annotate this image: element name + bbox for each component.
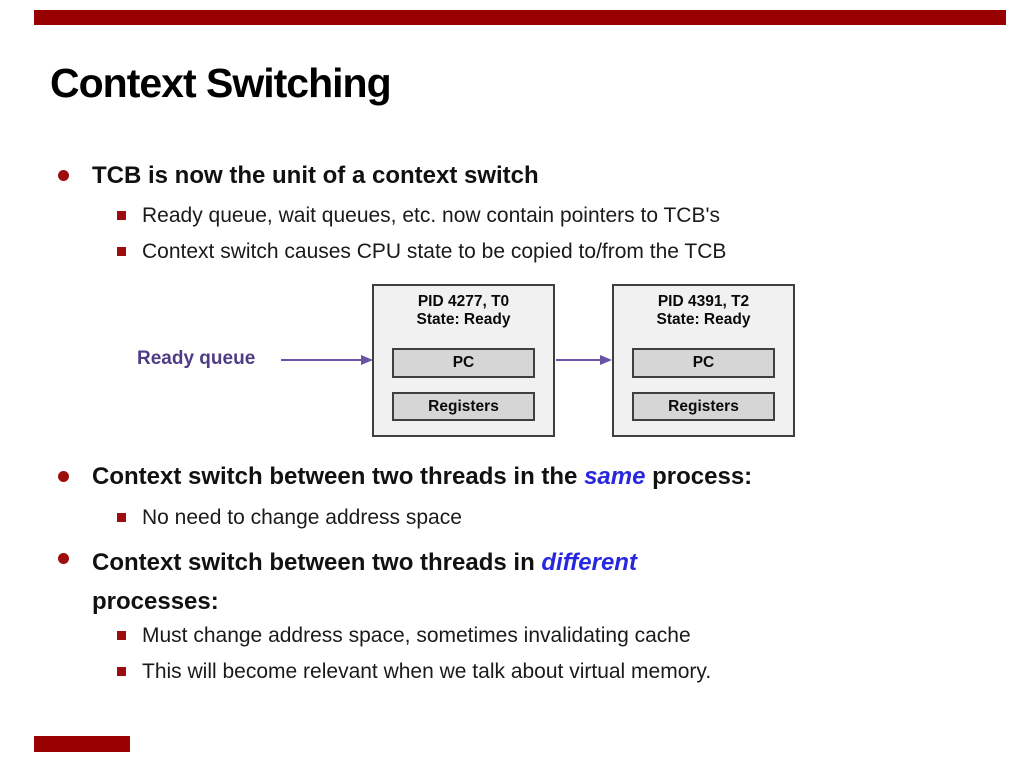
bullet-square-icon — [117, 631, 126, 640]
bullet-text-pre: Context switch between two threads in th… — [92, 463, 585, 490]
subbullet-text: Ready queue, wait queues, etc. now conta… — [142, 204, 720, 227]
registers-slot: Registers — [392, 392, 535, 421]
arrow-right-icon — [281, 355, 373, 365]
thread-header: PID 4391, T2 State: Ready — [614, 293, 793, 329]
bullet-square-icon — [117, 667, 126, 676]
subbullet-ready-queue-pointers: Ready queue, wait queues, etc. now conta… — [117, 202, 720, 230]
subbullet-no-address-change: No need to change address space — [117, 504, 462, 532]
bullet-tcb-unit: TCB is now the unit of a context switch — [58, 160, 539, 192]
ready-queue-label: Ready queue — [137, 348, 256, 369]
bullet-text: Context switch between two threads in th… — [92, 461, 752, 493]
subbullet-text: Context switch causes CPU state to be co… — [142, 240, 727, 263]
bullet-text-post: process: — [645, 463, 753, 490]
bottom-accent-bar — [34, 736, 130, 752]
bullet-text-emphasis: different — [541, 549, 637, 576]
subbullet-text: Must change address space, sometimes inv… — [142, 624, 691, 647]
bullet-square-icon — [117, 513, 126, 522]
subbullet-cpu-state-copied: Context switch causes CPU state to be co… — [117, 238, 726, 266]
bullet-different-processes: Context switch between two threads in di… — [58, 543, 637, 621]
thread-box-pid4277: PID 4277, T0 State: Ready PC Registers — [372, 284, 555, 437]
bullet-text-emphasis: same — [584, 463, 646, 490]
pc-slot: PC — [392, 348, 535, 378]
thread-pid: PID 4391, T2 — [657, 293, 750, 310]
bullet-same-process: Context switch between two threads in th… — [58, 461, 752, 493]
subbullet-text: No need to change address space — [142, 506, 462, 529]
bullet-text: Context switch between two threads in di… — [92, 543, 637, 621]
subbullet-virtual-memory: This will become relevant when we talk a… — [117, 658, 711, 686]
subbullet-text: This will become relevant when we talk a… — [142, 660, 712, 683]
arrow-right-icon — [556, 355, 612, 365]
thread-state: State: Ready — [416, 311, 511, 328]
thread-box-pid4391: PID 4391, T2 State: Ready PC Registers — [612, 284, 795, 437]
thread-pid: PID 4277, T0 — [417, 293, 510, 310]
top-accent-bar — [34, 10, 1006, 25]
bullet-dot-icon — [58, 471, 69, 482]
bullet-square-icon — [117, 247, 126, 256]
subbullet-must-change-address: Must change address space, sometimes inv… — [117, 622, 691, 650]
page-title: Context Switching — [50, 60, 392, 106]
bullet-text-post: processes: — [92, 588, 219, 615]
thread-state: State: Ready — [656, 311, 751, 328]
bullet-text: TCB is now the unit of a context switch — [92, 162, 539, 189]
bullet-dot-icon — [58, 553, 69, 564]
thread-header: PID 4277, T0 State: Ready — [374, 293, 553, 329]
bullet-text-pre: Context switch between two threads in — [92, 549, 542, 576]
registers-slot: Registers — [632, 392, 775, 421]
bullet-dot-icon — [58, 170, 69, 181]
pc-slot: PC — [632, 348, 775, 378]
bullet-square-icon — [117, 211, 126, 220]
